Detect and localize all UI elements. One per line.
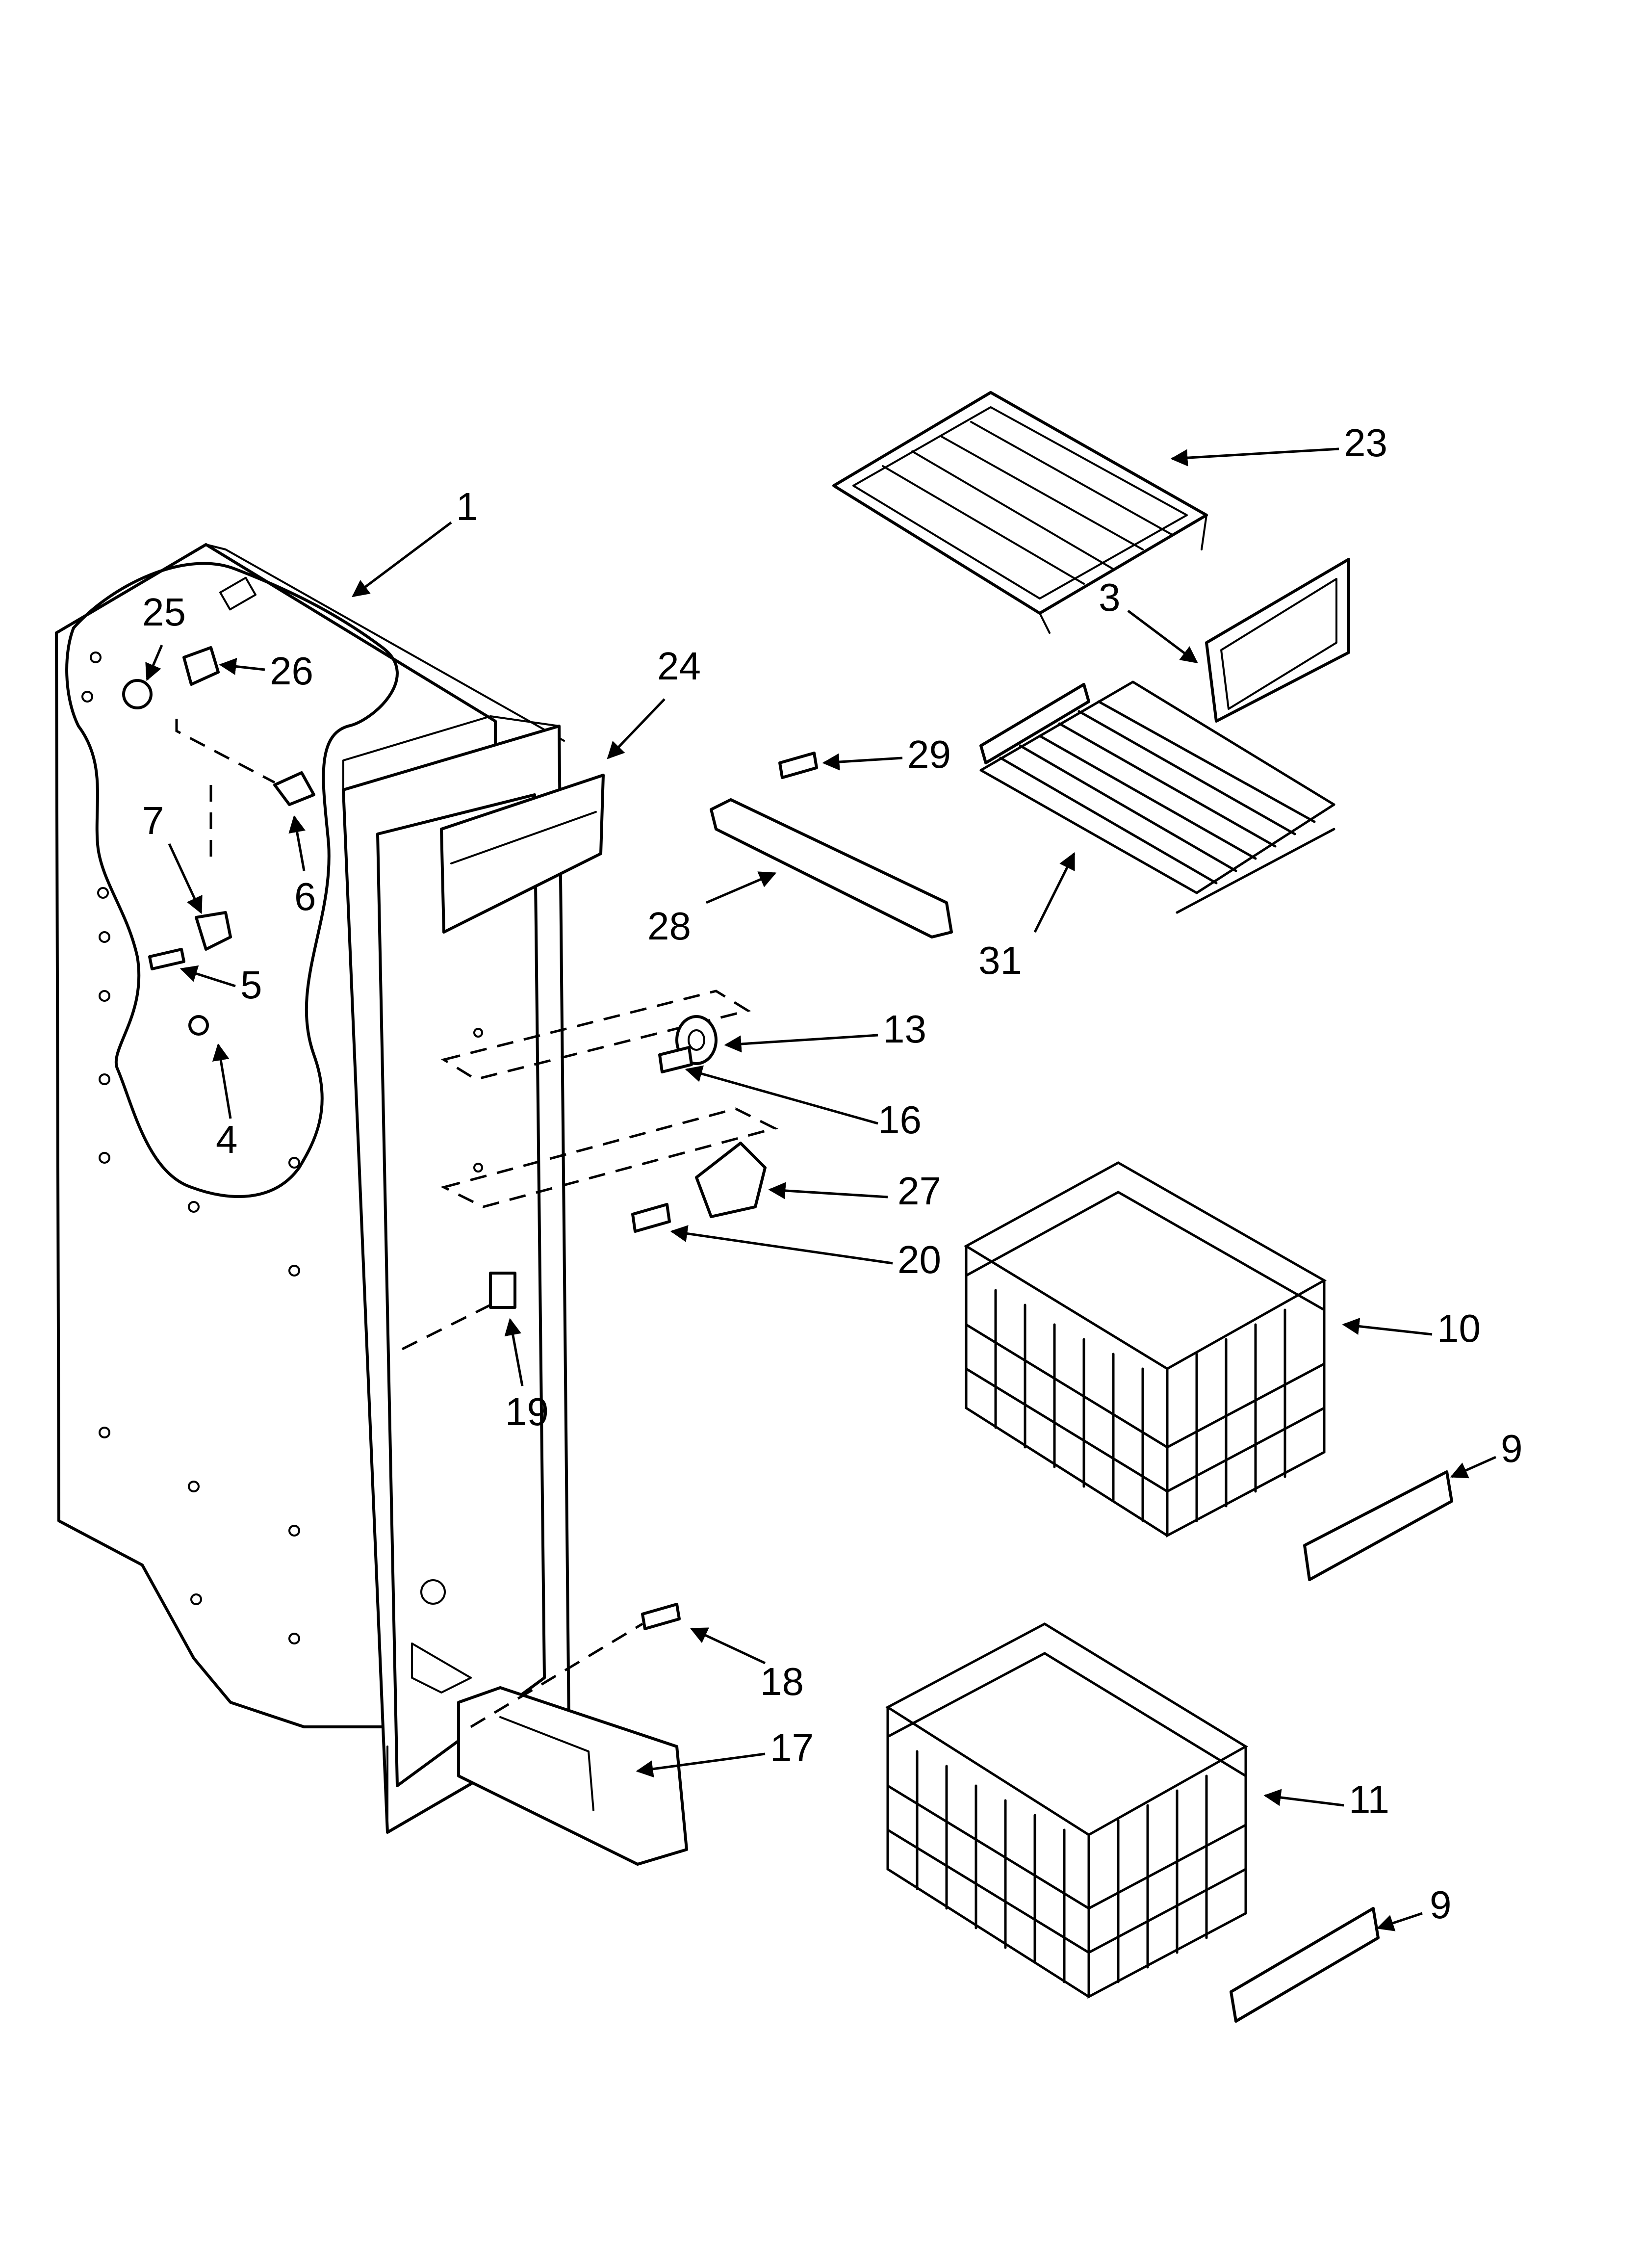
liner-holes bbox=[81, 652, 483, 1644]
callout-23: 23 bbox=[1344, 421, 1387, 465]
callout-31: 31 bbox=[978, 938, 1022, 982]
callout-13: 13 bbox=[883, 1007, 926, 1051]
roller-27 bbox=[695, 1142, 767, 1218]
callout-17: 17 bbox=[770, 1726, 814, 1770]
shelf-23 bbox=[832, 391, 1208, 615]
bracket-6 bbox=[273, 771, 315, 806]
callout-28: 28 bbox=[647, 904, 691, 948]
callout-24: 24 bbox=[657, 644, 701, 688]
basket-trim-9-upper bbox=[1303, 1470, 1453, 1581]
callout-4: 4 bbox=[216, 1118, 238, 1161]
callout-7: 7 bbox=[142, 799, 164, 842]
freezer-liner bbox=[55, 543, 605, 1834]
callout-3: 3 bbox=[1099, 575, 1121, 619]
hardware-center bbox=[401, 752, 953, 1351]
callout-11: 11 bbox=[1349, 1777, 1389, 1821]
small-parts-left bbox=[122, 646, 315, 1036]
callout-25: 25 bbox=[142, 590, 186, 634]
screw-5 bbox=[148, 948, 185, 970]
screw-29 bbox=[778, 752, 818, 779]
callout-10: 10 bbox=[1437, 1306, 1481, 1350]
shelves bbox=[832, 391, 1350, 914]
trim-17 bbox=[457, 1686, 688, 1866]
glass-3 bbox=[1205, 558, 1350, 723]
callout-labels: 1 3 4 5 6 7 9 9 10 11 13 16 17 18 19 20 … bbox=[142, 421, 1523, 1927]
basket-trim-9-lower bbox=[1230, 1907, 1380, 2023]
screw-20 bbox=[631, 1203, 671, 1233]
label-plate-24 bbox=[440, 774, 605, 934]
callout-27: 27 bbox=[898, 1169, 941, 1213]
screw-16 bbox=[658, 1046, 693, 1073]
light-bulb-25 bbox=[122, 679, 153, 709]
screw-4 bbox=[188, 1015, 209, 1036]
switch-19 bbox=[489, 1272, 516, 1309]
clip-7 bbox=[195, 911, 232, 951]
callout-9-lower: 9 bbox=[1430, 1883, 1452, 1927]
callout-1: 1 bbox=[456, 485, 478, 528]
callout-20: 20 bbox=[898, 1238, 941, 1281]
callout-6: 6 bbox=[294, 875, 316, 918]
callout-9-upper: 9 bbox=[1501, 1427, 1523, 1470]
basket-10 bbox=[964, 1161, 1327, 1538]
callout-26: 26 bbox=[270, 649, 313, 693]
callout-18: 18 bbox=[760, 1660, 804, 1703]
callout-29: 29 bbox=[907, 732, 951, 776]
light-socket-26 bbox=[182, 646, 220, 686]
callout-16: 16 bbox=[878, 1098, 922, 1142]
screw-18 bbox=[641, 1603, 681, 1630]
leader-lines bbox=[145, 447, 1497, 1931]
callout-5: 5 bbox=[240, 963, 262, 1007]
bracket-28 bbox=[710, 798, 953, 938]
hardware-bottom bbox=[457, 1603, 688, 1866]
callout-19: 19 bbox=[505, 1390, 549, 1434]
basket-11 bbox=[885, 1622, 1248, 1999]
